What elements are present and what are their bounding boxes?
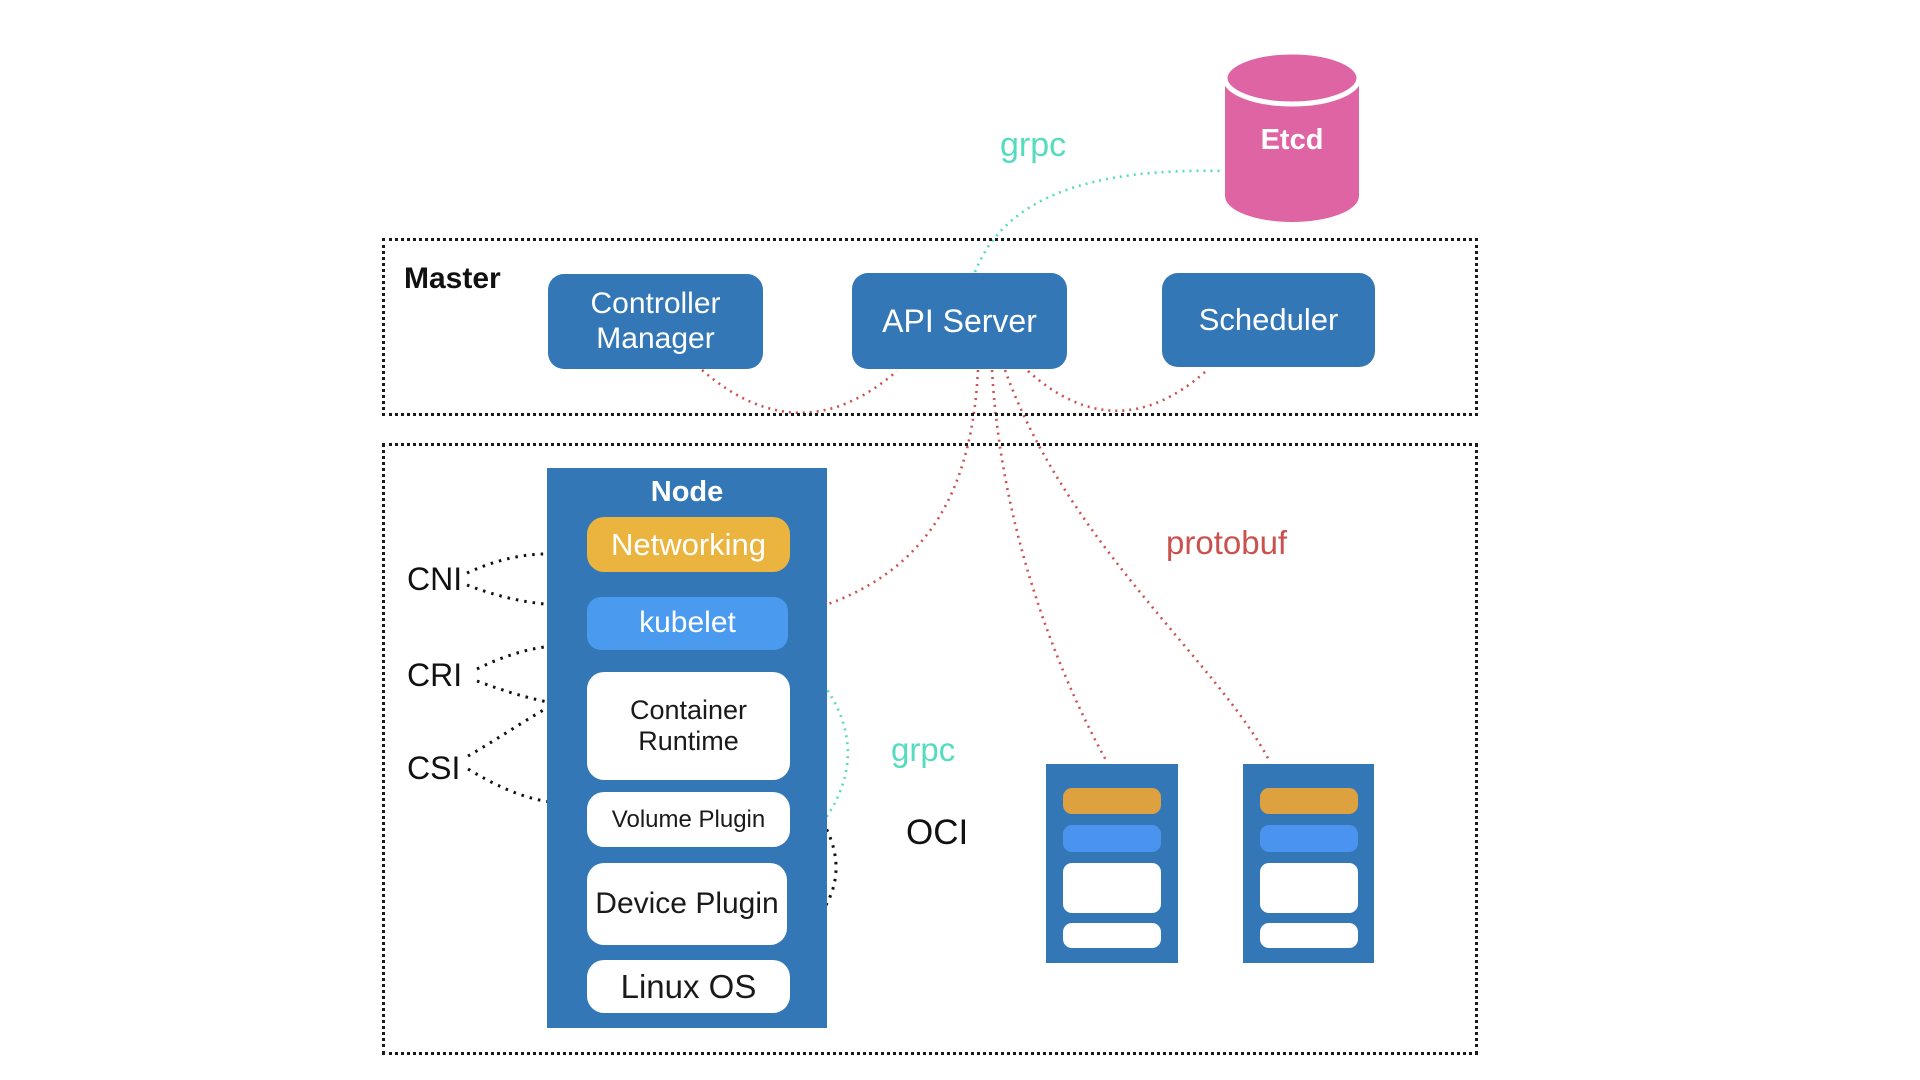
controller-manager-box: Controller Manager [548, 274, 763, 369]
linux-os-box: Linux OS [587, 960, 790, 1013]
mini-node-bar-os [1260, 923, 1358, 948]
cni-label: CNI [407, 561, 463, 597]
mini-node-2 [1243, 764, 1374, 963]
mini-node-bar-runtime [1063, 863, 1161, 913]
oci-label: OCI [906, 813, 969, 852]
mini-node-1 [1046, 764, 1178, 963]
networking-box: Networking [587, 517, 790, 572]
mini-node-bar-networking [1260, 788, 1358, 814]
kubelet-box: kubelet [587, 597, 788, 650]
mini-node-bar-kubelet [1260, 825, 1358, 852]
mini-node-bar-os [1063, 923, 1161, 948]
etcd-database: Etcd [1222, 48, 1362, 226]
mini-node-bar-networking [1063, 788, 1161, 814]
database-cylinder-icon [1222, 49, 1362, 222]
device-plugin-box: Device Plugin [587, 863, 787, 945]
etcd-label: Etcd [1260, 124, 1324, 156]
protobuf-label: protobuf [1166, 524, 1288, 561]
cri-label: CRI [407, 657, 463, 693]
mini-node-bar-kubelet [1063, 825, 1161, 852]
container-runtime-box: Container Runtime [587, 672, 790, 780]
grpc-label-node: grpc [891, 731, 956, 768]
mini-node-bar-runtime [1260, 863, 1358, 913]
grpc-label-top: grpc [1000, 126, 1067, 164]
volume-plugin-box: Volume Plugin [587, 792, 790, 847]
csi-label: CSI [407, 750, 461, 786]
master-label: Master [404, 262, 501, 295]
node-title: Node [650, 476, 724, 508]
api-server-box: API Server [852, 273, 1067, 369]
scheduler-box: Scheduler [1162, 273, 1375, 367]
